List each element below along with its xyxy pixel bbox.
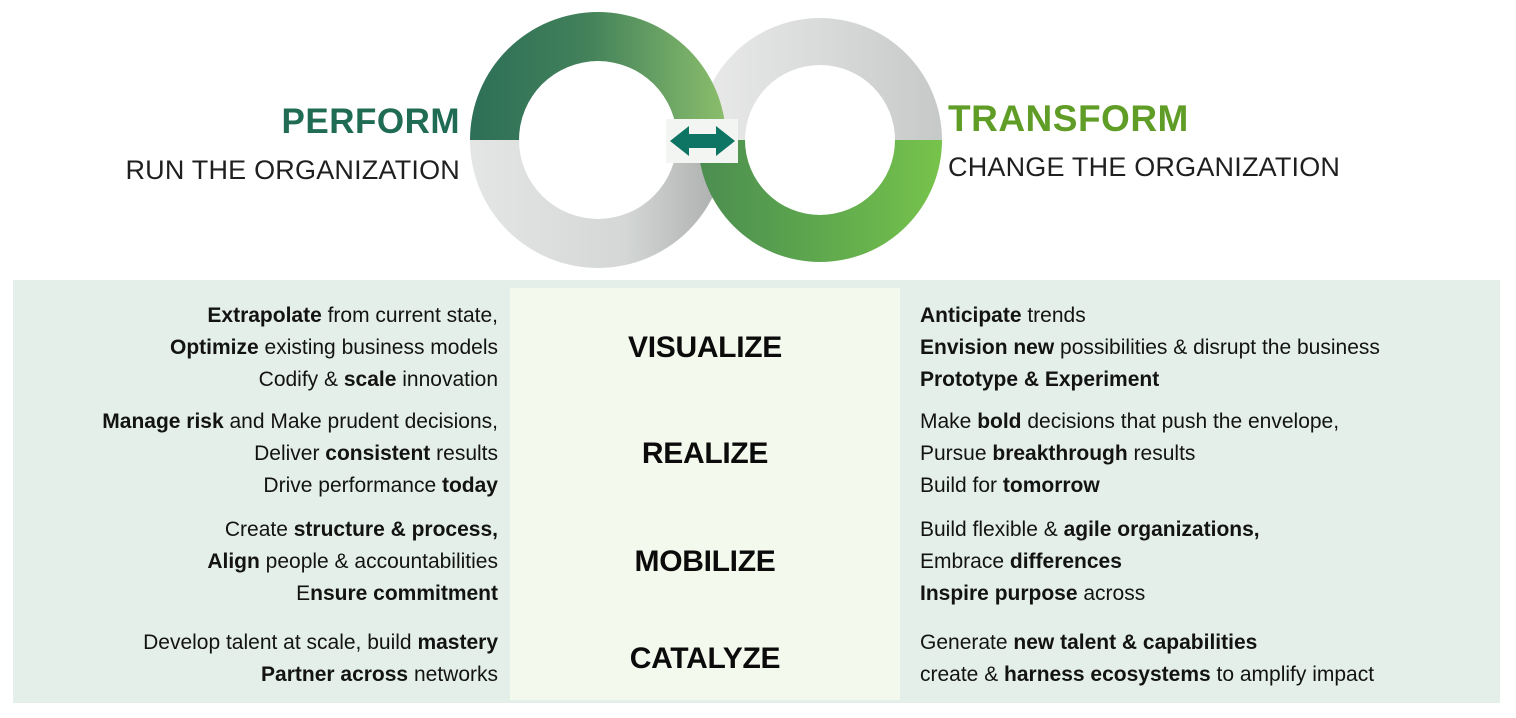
transform-ring-top bbox=[698, 18, 942, 140]
text-line: Develop talent at scale, build mastery bbox=[143, 631, 498, 654]
verb-label-mobilize: MOBILIZE bbox=[634, 545, 776, 578]
text-line: Partner across networks bbox=[261, 663, 498, 686]
perform-cell-realize: Manage risk and Make prudent decisions, D… bbox=[30, 406, 498, 502]
text-line: Prototype & Experiment bbox=[920, 368, 1160, 391]
verb-column-background bbox=[510, 288, 900, 700]
perform-ring-bottom bbox=[470, 140, 726, 268]
transform-title: TRANSFORM bbox=[948, 98, 1189, 139]
text-line: Embrace differences bbox=[920, 550, 1122, 573]
text-line: Optimize existing business models bbox=[170, 336, 498, 359]
text-line: Build flexible & agile organizations, bbox=[920, 518, 1260, 541]
text-line: Envision new possibilities & disrupt the… bbox=[920, 336, 1380, 359]
text-line: Anticipate trends bbox=[920, 304, 1086, 327]
verb-label-realize: REALIZE bbox=[641, 437, 769, 470]
perform-cell-visualize: Extrapolate from current state, Optimize … bbox=[30, 300, 498, 396]
perform-title-block: PERFORM RUN THE ORGANIZATION bbox=[88, 102, 460, 186]
text-line: Pursue breakthrough results bbox=[920, 442, 1196, 465]
verb-label-visualize: VISUALIZE bbox=[628, 331, 782, 364]
text-line: Deliver consistent results bbox=[254, 442, 498, 465]
transform-cell-catalyze: Generate new talent & capabilities create… bbox=[920, 627, 1495, 691]
transform-cell-mobilize: Build flexible & agile organizations, Emb… bbox=[920, 514, 1495, 610]
text-line: Extrapolate from current state, bbox=[207, 304, 498, 327]
perform-title: PERFORM bbox=[281, 102, 460, 141]
text-line: Inspire purpose across bbox=[920, 582, 1146, 605]
text-line: Create structure & process, bbox=[224, 518, 498, 541]
text-line: create & harness ecosystems to amplify i… bbox=[920, 663, 1375, 686]
text-line: Ensure commitment bbox=[296, 582, 498, 605]
swap-arrow-icon bbox=[670, 126, 735, 156]
verb-label-catalyze: CATALYZE bbox=[629, 642, 781, 675]
text-line: Build for tomorrow bbox=[920, 474, 1100, 497]
infinity-loop-icon bbox=[470, 12, 942, 268]
perform-subtitle: RUN THE ORGANIZATION bbox=[125, 155, 460, 185]
text-line: Drive performance today bbox=[263, 474, 498, 497]
text-line: Make bold decisions that push the envelo… bbox=[920, 410, 1340, 433]
text-line: Codify & scale innovation bbox=[258, 368, 498, 391]
text-line: Generate new talent & capabilities bbox=[920, 631, 1258, 654]
transform-title-block: TRANSFORM CHANGE THE ORGANIZATION bbox=[948, 98, 1378, 183]
transform-cell-realize: Make bold decisions that push the envelo… bbox=[920, 406, 1495, 502]
perform-ring-top bbox=[470, 12, 726, 140]
transform-subtitle: CHANGE THE ORGANIZATION bbox=[948, 152, 1341, 182]
text-line: Align people & accountabilities bbox=[207, 550, 498, 573]
transform-ring-bottom bbox=[698, 140, 942, 262]
text-line: Manage risk and Make prudent decisions, bbox=[102, 410, 498, 433]
perform-cell-mobilize: Create structure & process, Align people … bbox=[30, 514, 498, 610]
